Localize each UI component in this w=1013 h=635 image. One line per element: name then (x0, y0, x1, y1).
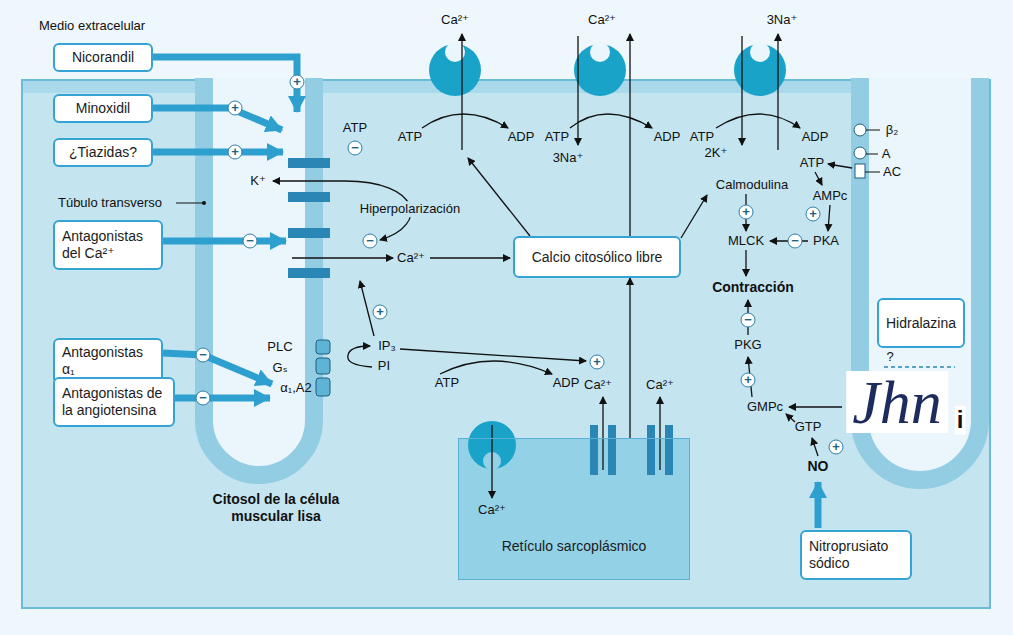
node-text: Minoxidil (76, 100, 130, 117)
pathway-label: GTP (795, 419, 822, 435)
pathway-label: α₁,A2 (280, 380, 311, 396)
sign-symbol: + (228, 101, 243, 116)
drug-box: ¿Tiazidas? (53, 138, 153, 167)
pathway-label: Ca²⁺ (397, 250, 425, 266)
flow-arrow (629, 278, 630, 438)
sign-symbol: + (590, 355, 605, 370)
pathway-label: ADP (802, 129, 829, 145)
pathway-label: PKA (813, 233, 839, 249)
pathway-label: ATP (690, 129, 714, 145)
sign-symbol: − (196, 348, 211, 363)
bold-label: Citosol de la célula muscular lisa (186, 491, 366, 525)
pathway-label: PKG (734, 337, 761, 353)
pathway-label: ATP (545, 129, 569, 145)
drug-box: Minoxidil (53, 94, 153, 123)
pathway-label: MLCK (728, 233, 764, 249)
pathway-label: ADP (508, 129, 535, 145)
sign-symbol: + (806, 207, 821, 222)
pathway-label: GMPc (747, 399, 783, 415)
node-text: Antagonistas α₁ (62, 344, 154, 378)
sign-symbol: − (788, 234, 803, 249)
sign-symbol: + (373, 305, 388, 320)
pathway-label: ATP (800, 155, 824, 171)
pathway-label: IP₃ (378, 338, 396, 354)
pathway-label: ATP (435, 375, 459, 391)
pathway-label: ATP (343, 120, 367, 136)
pathway-label: 3Na⁺ (767, 12, 798, 28)
bold-label: Contracción (712, 279, 794, 296)
pathway-label: Hiperpolarización (358, 201, 462, 217)
calcium-box: Calcio citosólico libre (513, 236, 681, 278)
sign-symbol: − (348, 141, 363, 156)
pathway-label: ATP (398, 129, 422, 145)
pathway-label: Ca²⁺ (646, 377, 674, 393)
pathway-label: Ca²⁺ (478, 502, 506, 518)
pathway-label: 2K⁺ (705, 145, 728, 161)
sign-symbol: + (228, 145, 243, 160)
watermark: i (955, 406, 966, 435)
watermark: Jhn (846, 371, 948, 433)
drug-box: Nicorandil (53, 43, 153, 72)
pathway-label: AC (883, 164, 901, 180)
pathway-label: Ca²⁺ (441, 12, 469, 28)
node-text: ¿Tiazidas? (69, 144, 137, 161)
node-text: Antagonistas del Ca²⁺ (62, 228, 154, 262)
sign-symbol: − (243, 234, 258, 249)
drug-box: Antagonistas del Ca²⁺ (53, 220, 163, 270)
pathway-label: K⁺ (250, 173, 266, 189)
pathway-label: PI (378, 358, 390, 374)
pathway-label: Túbulo transverso (58, 195, 162, 211)
pathway-label: Ca²⁺ (584, 377, 612, 393)
pathway-label: Medio extracelular (39, 18, 145, 34)
sign-symbol: − (363, 234, 378, 249)
sign-symbol: + (829, 440, 844, 455)
pathway-label: Gₛ (273, 360, 288, 376)
node-text: Calcio citosólico libre (532, 249, 663, 266)
pathway-label: A (882, 146, 891, 162)
drug-box: Hidralazina (877, 298, 965, 348)
bold-label: NO (808, 458, 829, 475)
drug-box: Antagonistas de la angiotensina (53, 377, 175, 427)
pathway-label: 3Na⁺ (553, 150, 584, 166)
sign-symbol: + (741, 373, 756, 388)
sign-symbol: + (290, 75, 305, 90)
pathway-label: β₂ (886, 122, 899, 138)
drug-box: Nitroprusiato sódico (800, 530, 912, 580)
pathway-label: Ca²⁺ (588, 12, 616, 28)
sign-symbol: + (739, 205, 754, 220)
sign-symbol: − (741, 313, 756, 328)
node-text: Nicorandil (72, 49, 134, 66)
pathway-label: ADP (553, 375, 580, 391)
node-text: Retículo sarcoplásmico (502, 538, 647, 555)
node-text: Hidralazina (886, 315, 956, 332)
pathway-label: PLC (267, 339, 292, 355)
pathway-label: AMPc (813, 188, 848, 204)
pathway-label: ? (886, 349, 893, 365)
pathway-label: Calmodulina (716, 177, 788, 193)
node-text: Nitroprusiato sódico (809, 538, 903, 572)
pathway-label: ADP (654, 129, 681, 145)
sign-symbol: − (196, 391, 211, 406)
node-text: Antagonistas de la angiotensina (62, 385, 166, 419)
